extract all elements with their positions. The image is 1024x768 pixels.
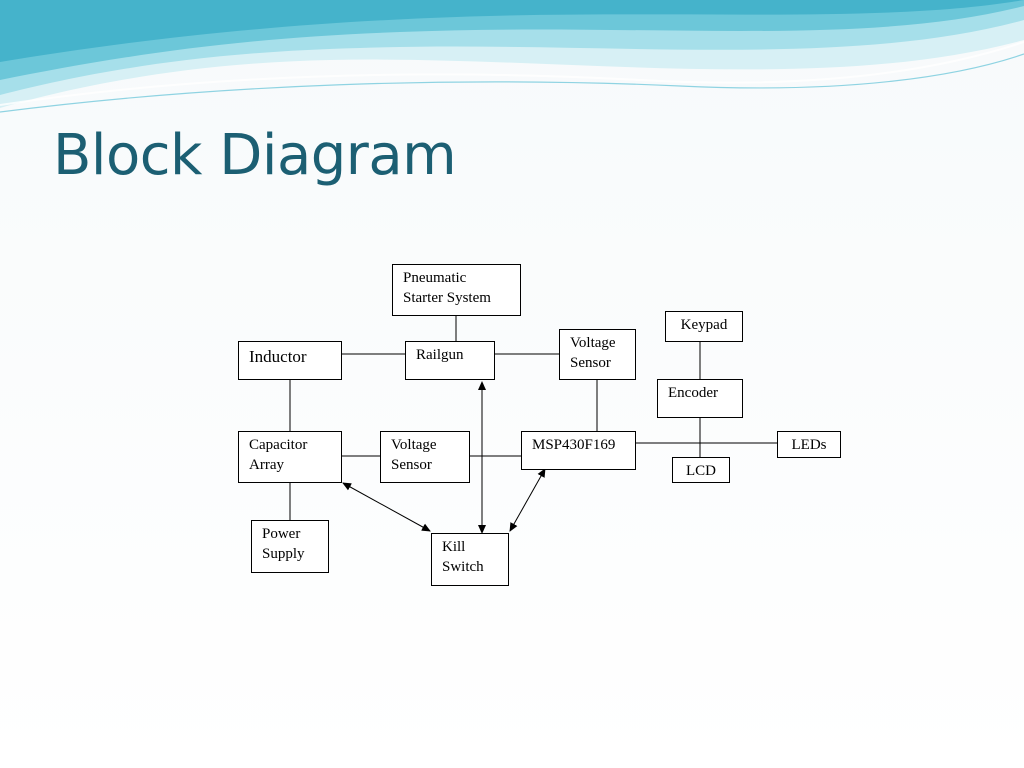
- block-leds: LEDs: [777, 431, 841, 458]
- block-voltage-sensor-top: Voltage Sensor: [559, 329, 636, 380]
- slide-title: Block Diagram: [53, 123, 457, 188]
- block-inductor: Inductor: [238, 341, 342, 380]
- block-encoder: Encoder: [657, 379, 743, 418]
- block-voltage-sensor-mid: Voltage Sensor: [380, 431, 470, 483]
- block-kill-switch: Kill Switch: [431, 533, 509, 586]
- block-msp430f169: MSP430F169: [521, 431, 636, 470]
- arrow-capacitor-kill-switch: [342, 482, 431, 532]
- block-keypad: Keypad: [665, 311, 743, 342]
- arrow-msp-kill-switch: [509, 468, 546, 532]
- block-power-supply: Power Supply: [251, 520, 329, 573]
- block-pneumatic-starter-system: Pneumatic Starter System: [392, 264, 521, 316]
- block-lcd: LCD: [672, 457, 730, 483]
- block-railgun: Railgun: [405, 341, 495, 380]
- block-capacitor-array: Capacitor Array: [238, 431, 342, 483]
- header-wave-decoration: [0, 0, 1024, 113]
